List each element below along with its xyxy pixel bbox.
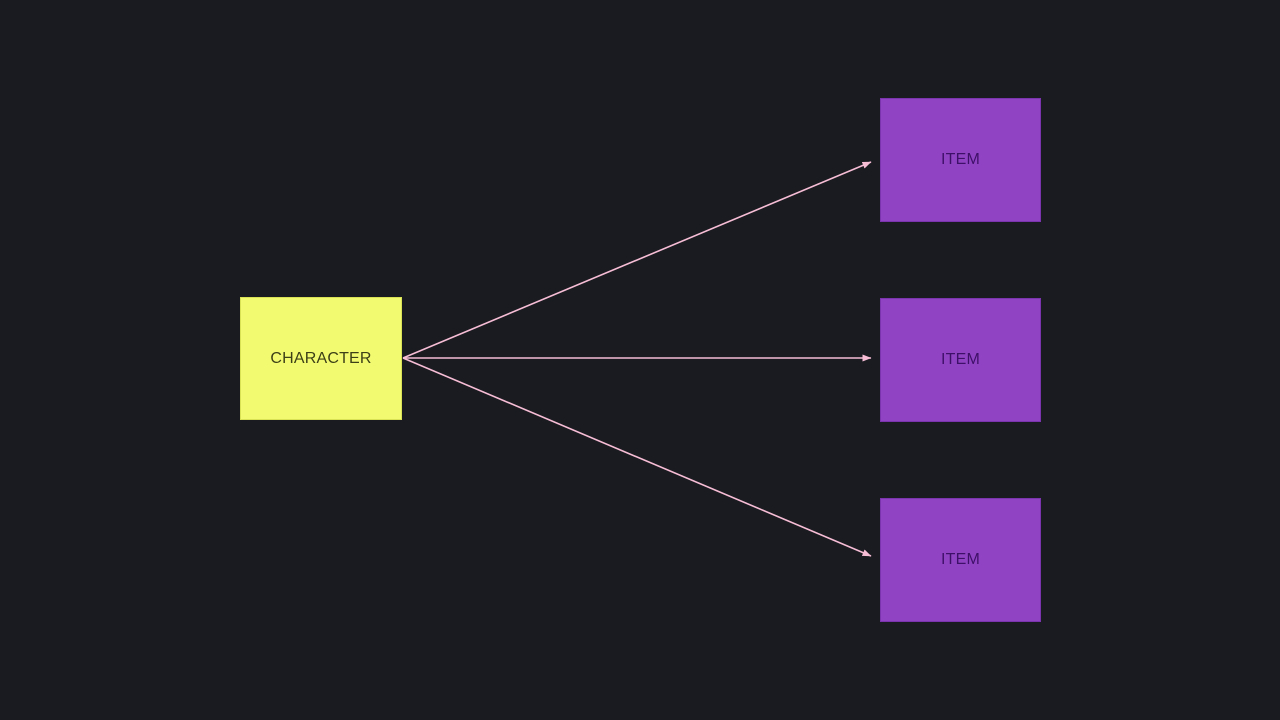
node-item-2[interactable]: ITEM (880, 298, 1041, 422)
node-item-3[interactable]: ITEM (880, 498, 1041, 622)
node-character-label: CHARACTER (270, 349, 372, 367)
node-item-3-label: ITEM (940, 551, 981, 569)
edge-character-to-item-1 (402, 161, 872, 359)
edge-character-to-item-3 (402, 357, 872, 557)
node-item-1-label: ITEM (940, 151, 981, 169)
node-item-2-label: ITEM (940, 351, 981, 369)
node-item-1[interactable]: ITEM (880, 98, 1041, 222)
node-character[interactable]: CHARACTER (240, 297, 402, 420)
